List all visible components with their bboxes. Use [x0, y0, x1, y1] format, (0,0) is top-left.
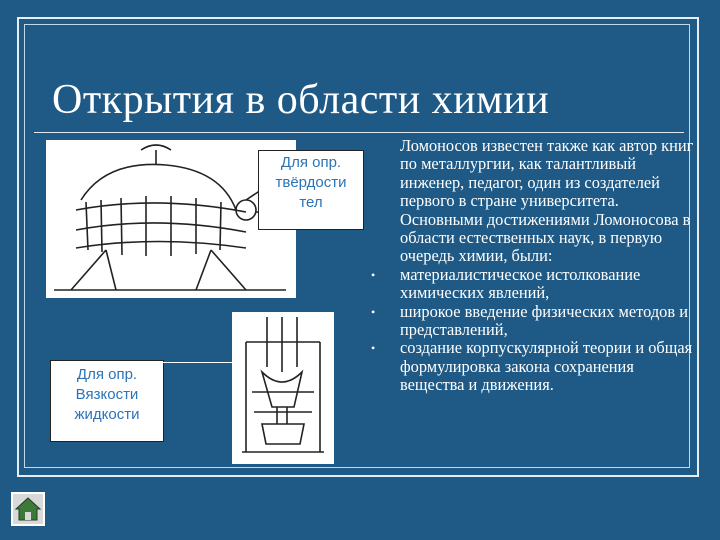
slide-frame-outer [17, 17, 699, 477]
callout-hardness-line-1: Для опр. [280, 154, 342, 171]
callout-viscosity: Для опр. Вязкости жидкости [50, 360, 164, 442]
bullet-icon: • [371, 341, 376, 356]
callout-hardness: Для опр. твёрдости тел [258, 150, 364, 230]
hardness-apparatus-image [46, 140, 296, 298]
bullet-icon: • [371, 304, 376, 319]
title-divider [34, 132, 684, 133]
list-item-text: материалистическое истолкование химическ… [400, 264, 641, 303]
callout-hardness-line-2: твёрдости [275, 174, 347, 191]
slide-title: Открытия в области химии [52, 77, 550, 123]
list-item: • создание корпускулярной теории и общая … [371, 338, 700, 395]
viscosity-apparatus-image [232, 312, 334, 464]
callout-viscosity-line-1: Для опр. [76, 366, 138, 383]
callout-viscosity-connector [163, 362, 233, 363]
callout-viscosity-line-3: жидкости [74, 406, 140, 423]
list-item-text: широкое введение физических методов и пр… [400, 301, 688, 340]
list-item: • широкое введение физических методов и п… [371, 301, 700, 340]
callout-hardness-line-3: тел [299, 194, 323, 211]
intro-paragraph: Ломоносов известен также как автор книг … [400, 136, 694, 266]
bullet-icon: • [371, 267, 376, 282]
callout-viscosity-line-2: Вязкости [75, 386, 139, 403]
list-item: • материалистическое истолкование химичес… [371, 264, 700, 303]
list-item-text: создание корпускулярной теории и общая ф… [400, 338, 693, 395]
body-text: Ломоносов известен также как автор книг … [371, 136, 700, 395]
slide-frame-inner [24, 24, 690, 468]
home-icon [14, 497, 42, 521]
achievements-list: • материалистическое истолкование химичес… [371, 264, 700, 395]
home-button[interactable] [11, 492, 45, 526]
